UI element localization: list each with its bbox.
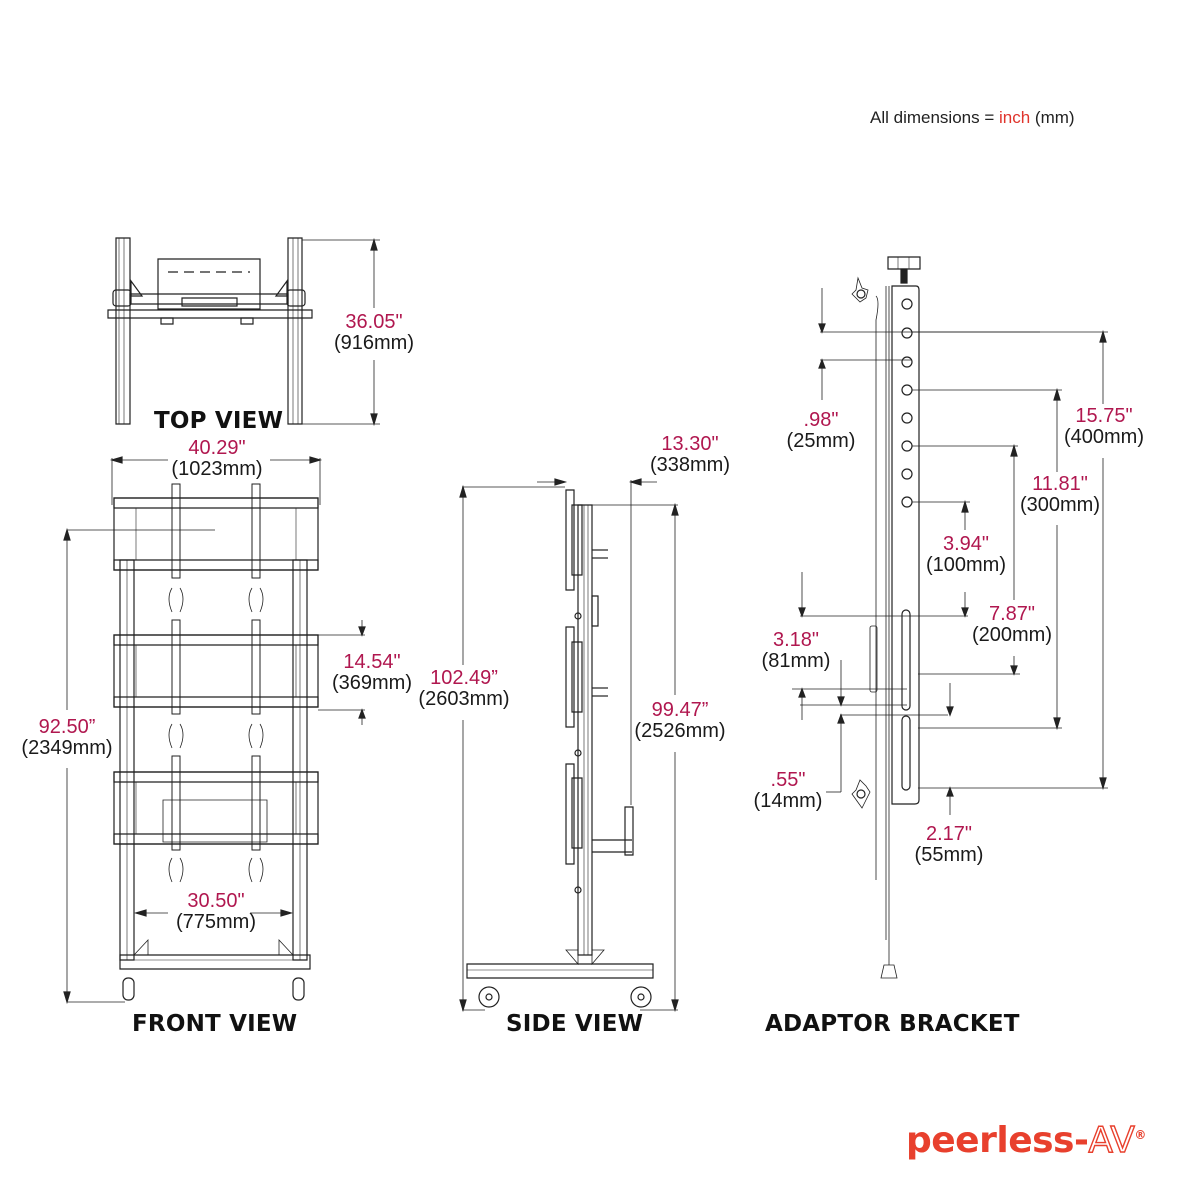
- dim-bracket-slot-gap-inch: 3.18": [772, 629, 820, 651]
- top-view-drawing: [108, 238, 380, 424]
- dim-front-rail-spacing-inch: 14.54": [343, 651, 401, 673]
- dim-side-offset-inch: 13.30": [661, 433, 719, 455]
- dim-bracket-bottom-offset-inch: 2.17": [925, 823, 973, 845]
- dim-front-center-height-mm: (2349mm): [21, 737, 113, 759]
- front-view-title: FRONT VIEW: [132, 1011, 298, 1037]
- dim-front-width: 40.29" (1023mm): [162, 438, 272, 480]
- dim-bracket-100: 3.94" (100mm): [918, 534, 1014, 576]
- units-note-mm: (mm): [1034, 108, 1075, 127]
- dim-front-base-width-mm: (775mm): [175, 911, 256, 933]
- dim-side-column-height-mm: (2526mm): [634, 720, 726, 742]
- units-note: All dimensions = inch (mm): [870, 108, 1075, 128]
- dim-bracket-hook-offset-mm: (14mm): [753, 790, 823, 812]
- dim-bracket-300-mm: (300mm): [1019, 494, 1100, 516]
- dim-top-depth-inch: 36.05": [345, 311, 403, 333]
- dim-bracket-200-inch: 7.87": [988, 603, 1036, 625]
- dim-side-offset-mm: (338mm): [649, 454, 730, 476]
- adaptor-bracket-title: ADAPTOR BRACKET: [765, 1011, 1020, 1037]
- dim-bracket-200-mm: (200mm): [971, 624, 1052, 646]
- dim-top-depth: 36.05" (916mm): [328, 312, 420, 354]
- brand-logo-av: AV: [1088, 1119, 1136, 1161]
- dim-bracket-bottom-offset-mm: (55mm): [914, 844, 984, 866]
- dim-front-base-width-inch: 30.50": [187, 890, 245, 912]
- dim-side-overall-height-mm: (2603mm): [418, 688, 510, 710]
- dim-side-overall-height: 102.49” (2603mm): [412, 668, 516, 710]
- dim-front-center-height: 92.50” (2349mm): [14, 717, 120, 759]
- side-view-drawing: [460, 479, 678, 1010]
- top-view-title: TOP VIEW: [154, 408, 284, 434]
- registered-mark: ®: [1134, 1128, 1146, 1142]
- dim-bracket-top-offset-mm: (25mm): [786, 430, 856, 452]
- dim-side-column-height-inch: 99.47”: [651, 699, 709, 721]
- dim-bracket-hook-offset-inch: .55": [770, 769, 806, 791]
- dim-front-width-inch: 40.29": [188, 437, 246, 459]
- dim-bracket-slot-gap-mm: (81mm): [761, 650, 831, 672]
- dim-top-depth-mm: (916mm): [333, 332, 414, 354]
- adaptor-bracket-drawing: [792, 257, 1108, 978]
- dim-bracket-400: 15.75" (400mm): [1056, 406, 1152, 448]
- dim-bracket-400-inch: 15.75": [1075, 405, 1133, 427]
- dim-front-rail-spacing-mm: (369mm): [331, 672, 412, 694]
- dim-bracket-bottom-offset: 2.17" (55mm): [906, 824, 992, 866]
- dim-front-rail-spacing: 14.54" (369mm): [326, 652, 418, 694]
- dim-bracket-300: 11.81" (300mm): [1012, 474, 1108, 516]
- dim-side-offset: 13.30" (338mm): [640, 434, 740, 476]
- dim-bracket-100-inch: 3.94": [942, 533, 990, 555]
- units-note-prefix: All dimensions =: [870, 108, 999, 127]
- dim-bracket-hook-offset: .55" (14mm): [746, 770, 830, 812]
- front-view-drawing: [64, 457, 365, 1002]
- brand-logo: peerless-AV®: [906, 1119, 1146, 1161]
- dim-front-center-height-inch: 92.50”: [38, 716, 96, 738]
- dim-side-overall-height-inch: 102.49”: [430, 667, 498, 689]
- units-note-inch: inch: [998, 108, 1031, 127]
- dim-bracket-300-inch: 11.81": [1032, 473, 1088, 495]
- dim-side-column-height: 99.47” (2526mm): [628, 700, 732, 742]
- dim-bracket-slot-gap: 3.18" (81mm): [754, 630, 838, 672]
- dim-bracket-400-mm: (400mm): [1063, 426, 1144, 448]
- dim-front-width-mm: (1023mm): [171, 458, 263, 480]
- brand-logo-main: peerless-: [906, 1120, 1089, 1161]
- dim-bracket-100-mm: (100mm): [925, 554, 1006, 576]
- dim-bracket-200: 7.87" (200mm): [962, 604, 1062, 646]
- dim-bracket-top-offset-inch: .98": [803, 409, 839, 431]
- side-view-title: SIDE VIEW: [506, 1011, 644, 1037]
- dim-front-base-width: 30.50" (775mm): [166, 891, 266, 933]
- dim-bracket-top-offset: .98" (25mm): [778, 410, 864, 452]
